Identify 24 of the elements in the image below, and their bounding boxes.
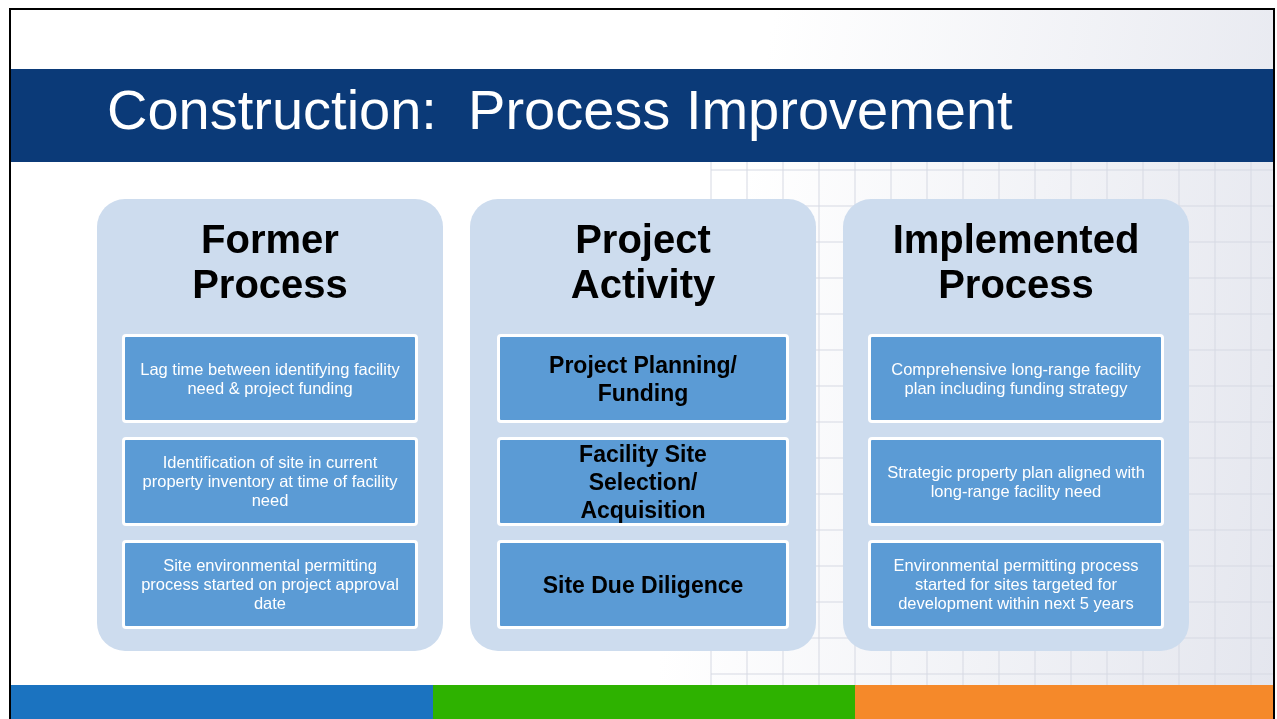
process-box bbox=[868, 437, 1164, 526]
process-description: Site environmental permitting process started on project approval date bbox=[140, 556, 400, 613]
process-description: Environmental permitting process started for sites targeted for development within next 5 years bbox=[892, 556, 1140, 613]
process-description: Identification of site in current property inventory at time of facility need bbox=[141, 453, 399, 510]
activity-box bbox=[497, 334, 789, 423]
activity-label: Facility Site Selection/ Acquisition bbox=[578, 439, 708, 524]
process-box bbox=[868, 334, 1164, 423]
activity-box bbox=[497, 437, 789, 526]
process-box bbox=[868, 540, 1164, 629]
process-description: Comprehensive long-range facility plan including funding strategy bbox=[890, 359, 1142, 398]
activity-label: Project Planning/ Funding bbox=[548, 350, 738, 407]
activity-box bbox=[497, 540, 789, 629]
column-panel bbox=[97, 199, 443, 651]
column-heading: Project Activity bbox=[569, 217, 717, 307]
process-box bbox=[122, 437, 418, 526]
process-description: Lag time between identifying facility need & project funding bbox=[139, 359, 401, 398]
column-panel bbox=[843, 199, 1189, 651]
process-description: Strategic property plan aligned with long-range facility need bbox=[886, 462, 1146, 501]
column-heading: Former Process bbox=[191, 217, 349, 307]
process-box bbox=[122, 540, 418, 629]
column-panel bbox=[470, 199, 816, 651]
activity-label: Site Due Diligence bbox=[541, 570, 745, 599]
column-heading: Implemented Process bbox=[891, 217, 1141, 307]
process-box bbox=[122, 334, 418, 423]
